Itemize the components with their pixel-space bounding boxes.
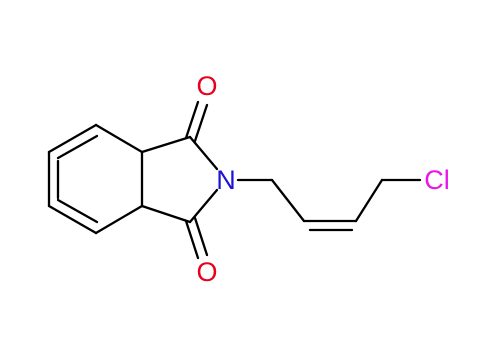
bond-carbonyl-bottom-c: [140, 204, 192, 224]
bond-carbonyl-top-n: [188, 135, 219, 171]
imide-ring: [140, 135, 219, 224]
bond-ring-3: [94, 204, 144, 235]
bond-ring-inner-3: [56, 198, 99, 224]
bond-ch2-ch: [270, 178, 306, 223]
carbonyl-bonds: [184, 100, 209, 260]
oxygen-top-label: O: [196, 71, 217, 101]
bond-ring-1: [94, 123, 144, 154]
bond-n-carbonyl-bottom: [188, 188, 219, 224]
bond-ch-ch2: [354, 178, 384, 223]
oxygen-bottom-label: O: [196, 257, 217, 287]
nitrogen-label: N: [216, 165, 236, 195]
bond-ring-6: [47, 123, 98, 154]
benzene-ring: [47, 123, 144, 235]
bond-ring-inner-1: [56, 134, 99, 160]
chlorine-label: Cl: [424, 165, 450, 195]
bond-ring-4: [47, 204, 98, 235]
bond-co-top-a: [184, 100, 200, 140]
chlorobutenyl-chain: [236, 178, 422, 232]
bond-co-bottom-a: [184, 219, 200, 260]
bond-c-carbonyl-top: [140, 135, 192, 154]
bond-co-top-b: [193, 103, 209, 143]
bond-co-bottom-b: [193, 216, 209, 257]
